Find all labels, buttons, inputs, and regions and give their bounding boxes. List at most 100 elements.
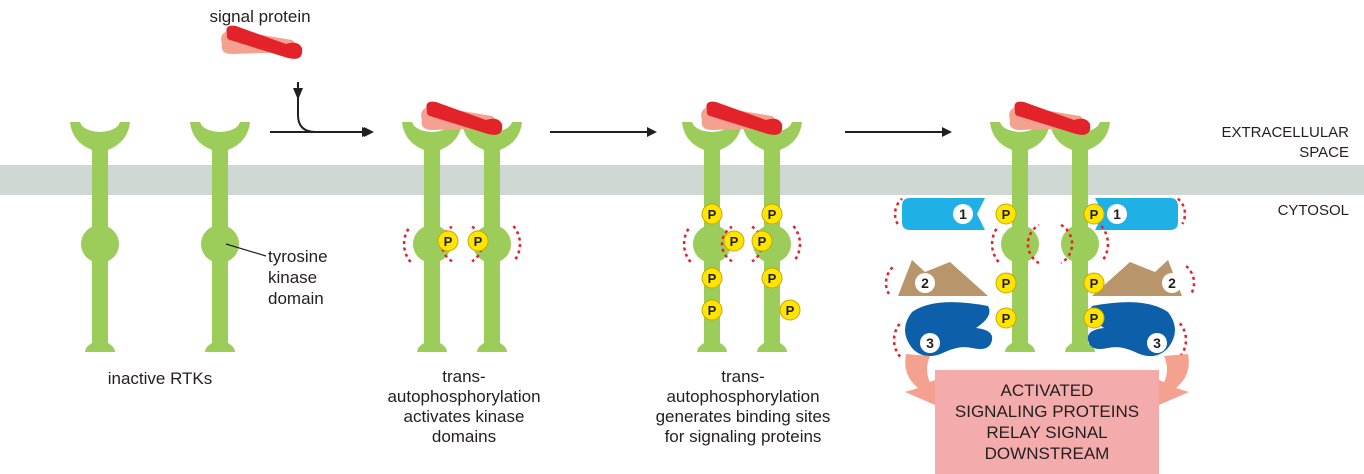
binding-arrow	[297, 82, 372, 137]
number-badge	[915, 273, 935, 293]
number-badge	[1107, 204, 1127, 224]
signal-protein-dark	[1014, 101, 1091, 135]
glow-arc	[893, 197, 903, 225]
glow-arc	[1026, 223, 1040, 265]
signal-proteins	[221, 25, 1091, 135]
phosphate-circle	[995, 307, 1017, 329]
glow-arc	[512, 225, 522, 263]
glow-arc	[682, 225, 692, 263]
ligand-binding-domain	[70, 122, 130, 150]
inactive-rtks-label: inactive RTKs	[108, 369, 213, 388]
phosphate-label: P	[1090, 276, 1099, 291]
phosphate-circle	[1083, 203, 1105, 225]
phosphate-label: P	[1002, 311, 1011, 326]
stage2-caption-line-4: domains	[432, 427, 496, 446]
arrow-head	[293, 88, 303, 100]
number-label: 1	[959, 206, 967, 222]
glow-arc	[1178, 322, 1188, 358]
ligand-binding-domain	[190, 122, 250, 150]
kinase-domain-leader	[225, 243, 267, 257]
phosphate-label: P	[786, 303, 795, 318]
left-output-arrow	[905, 354, 940, 405]
kinase-domain	[201, 225, 239, 263]
phosphate-label: P	[1002, 276, 1011, 291]
plasma-membrane	[0, 165, 1364, 195]
activated-box-line-2: SIGNALING PROTEINS	[955, 402, 1139, 421]
glow-arc	[1060, 223, 1074, 265]
kinase-label: kinase	[268, 268, 317, 287]
right-output-arrow	[1154, 354, 1189, 405]
phosphate-circle	[779, 299, 801, 321]
activated-proteins-box	[935, 370, 1159, 474]
signal-protein-label: signal protein	[209, 7, 310, 26]
stage3-caption-line-4: for signaling proteins	[665, 427, 822, 446]
phosphate-label: P	[444, 234, 453, 249]
phosphate-circle	[1083, 307, 1105, 329]
extracellular-label: EXTRACELLULAR	[1221, 124, 1349, 141]
glow-arc	[1100, 225, 1110, 263]
tyrosine-label: tyrosine	[268, 247, 328, 266]
glow-arc	[1177, 197, 1187, 225]
number-label: 2	[1168, 275, 1176, 291]
phosphate-circle	[995, 272, 1017, 294]
stage3-caption-line-3: generates binding sites	[656, 407, 831, 426]
domain-label: domain	[268, 289, 324, 308]
signaling-protein-2-right	[1092, 260, 1182, 296]
activated-box-line-4: DOWNSTREAM	[985, 444, 1110, 463]
stage2-caption-line-3: activates kinase	[404, 407, 525, 426]
phosphate-circle	[995, 203, 1017, 225]
signaling-protein-3-left	[905, 302, 993, 357]
phosphate-label: P	[708, 271, 717, 286]
number-badge	[1162, 273, 1182, 293]
phosphate-circle	[761, 203, 783, 225]
signal-protein-dark	[706, 101, 783, 135]
phosphate-label: P	[474, 234, 483, 249]
phosphate-label: P	[730, 234, 739, 249]
activated-box-line-1: ACTIVATED	[1001, 381, 1094, 400]
glow-arc	[892, 322, 902, 358]
phosphate-label: P	[768, 207, 777, 222]
labels: signal protein tyrosine kinase domain in…	[108, 7, 1349, 446]
phosphate-circle	[1083, 272, 1105, 294]
phosphate-label: P	[1090, 207, 1099, 222]
number-label: 1	[1113, 206, 1121, 222]
phosphate-circle	[751, 230, 773, 252]
signal-protein-dark	[426, 101, 503, 135]
signaling-protein-2-left	[898, 260, 988, 296]
number-badge	[953, 204, 973, 224]
glow-arc	[720, 225, 733, 263]
phosphate-circle	[723, 230, 745, 252]
phosphate-label: P	[708, 303, 717, 318]
activated-output: ACTIVATED SIGNALING PROTEINS RELAY SIGNA…	[905, 354, 1189, 474]
space-label: SPACE	[1299, 144, 1349, 161]
phosphate-label: P	[758, 234, 767, 249]
phosphate-circle	[761, 267, 783, 289]
number-label: 3	[926, 335, 934, 351]
activated-box-line-3: RELAY SIGNAL	[986, 423, 1107, 442]
stage2-caption-line-2: autophosphorylation	[387, 387, 540, 406]
kinase-domain	[81, 225, 119, 263]
stage3-caption-line-2: autophosphorylation	[666, 387, 819, 406]
stage2-caption-line-1: trans-	[442, 367, 485, 386]
signaling-protein-numbers: 1 1 2 2 3 3	[915, 204, 1182, 353]
number-badge	[1147, 333, 1167, 353]
phosphate-circle	[701, 203, 723, 225]
phosphate-label: P	[1002, 207, 1011, 222]
stage3-caption-line-1: trans-	[721, 367, 764, 386]
signaling-proteins	[898, 198, 1182, 357]
number-badge	[920, 333, 940, 353]
stage-arrows	[270, 82, 952, 137]
number-label: 3	[1153, 335, 1161, 351]
glow-arc	[884, 265, 895, 295]
cytosol-label: CYTOSOL	[1278, 202, 1349, 219]
phosphate-label: P	[1090, 311, 1099, 326]
phosphate-circle	[437, 230, 459, 252]
phosphate-circle	[701, 267, 723, 289]
phosphate-label: P	[768, 271, 777, 286]
signal-protein-dark	[226, 25, 303, 59]
glow-arc	[1185, 265, 1196, 295]
glow-arc	[402, 225, 412, 263]
phosphate-label: P	[708, 207, 717, 222]
